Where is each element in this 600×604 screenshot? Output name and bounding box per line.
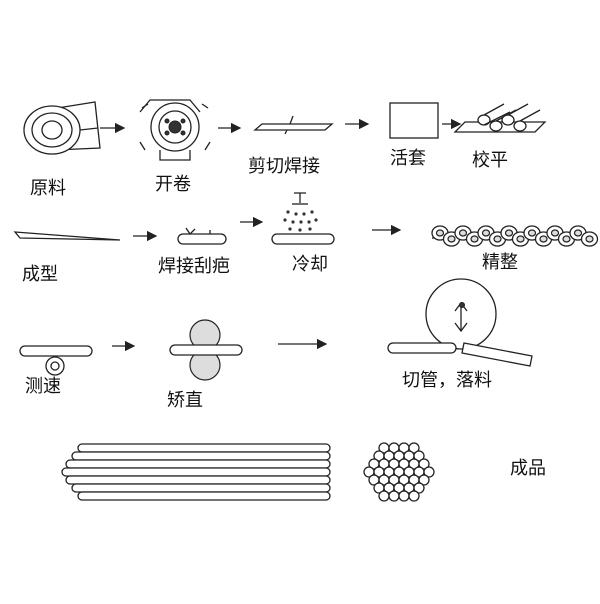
label-uncoiling: 开卷 <box>155 174 191 195</box>
label-looper: 活套 <box>390 148 426 169</box>
label-speed-measure: 测速 <box>25 376 61 397</box>
label-shear-weld: 剪切焊接 <box>248 156 320 177</box>
speed-measure-illustration <box>19 345 93 376</box>
label-raw-material: 原料 <box>30 178 66 199</box>
label-forming: 成型 <box>22 264 58 285</box>
label-cooling: 冷却 <box>292 254 328 275</box>
label-cutting: 切管，落料 <box>402 370 492 391</box>
leveler-illustration <box>453 103 547 133</box>
weld-scrape-tube-illustration <box>177 227 227 245</box>
cutting-saw-illustration <box>387 278 533 367</box>
finished-bundle-illustration <box>61 442 435 502</box>
label-finished: 成品 <box>510 458 546 479</box>
shear-weld-strip-illustration <box>253 115 334 135</box>
straightening-rolls-illustration <box>169 319 243 381</box>
raw-material-coil-illustration <box>23 101 101 155</box>
label-sizing: 精整 <box>482 252 518 273</box>
label-leveling: 校平 <box>472 150 508 171</box>
cooling-spray-illustration <box>271 192 335 245</box>
label-straightening: 矫直 <box>167 390 203 411</box>
forming-strip-illustration <box>13 231 121 241</box>
label-weld-scrape: 焊接刮疤 <box>158 256 230 277</box>
uncoiler-illustration <box>139 99 211 161</box>
looper-illustration <box>389 102 439 139</box>
sizing-rollers-illustration <box>431 225 599 247</box>
